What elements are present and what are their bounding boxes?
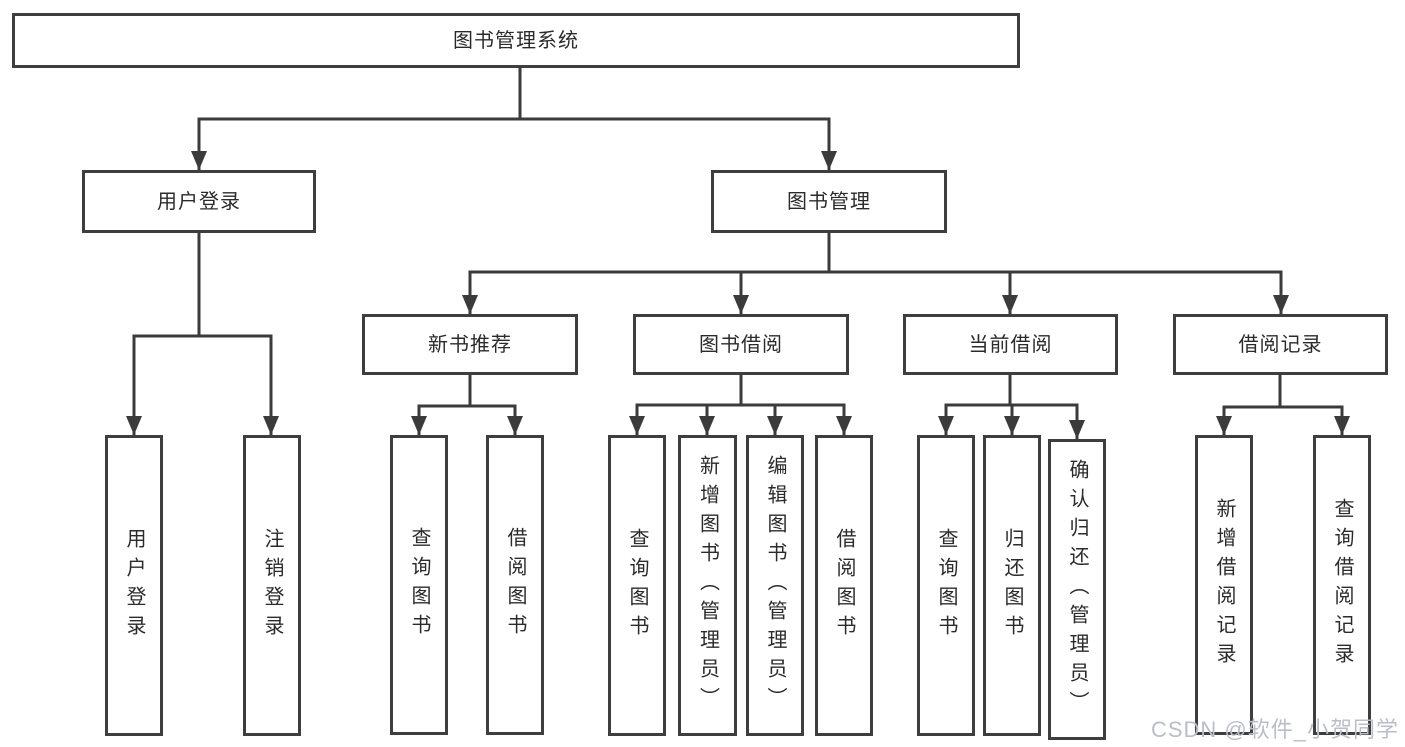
leaf-current-return-books: 归还图书 xyxy=(983,435,1041,736)
node-current-borrowing: 当前借阅 xyxy=(903,314,1118,375)
leaf-recommend-borrow-books: 借阅图书 xyxy=(486,435,544,735)
leaf-user-login: 用户登录 xyxy=(105,435,163,736)
node-library-management-system: 图书管理系统 xyxy=(12,13,1020,68)
node-user-login: 用户登录 xyxy=(82,170,316,233)
csdn-watermark: CSDN @软件_小贺同学 xyxy=(1150,717,1399,742)
leaf-current-confirm-return-admin: 确认归还（管理员） xyxy=(1048,439,1106,740)
leaf-current-query-books: 查询图书 xyxy=(917,435,975,736)
leaf-borrowing-edit-books-admin: 编辑图书（管理员） xyxy=(746,435,804,736)
leaf-borrowing-borrow-books: 借阅图书 xyxy=(815,435,873,736)
leaf-borrowing-add-books-admin: 新增图书（管理员） xyxy=(678,435,737,736)
node-book-borrowing: 图书借阅 xyxy=(633,314,849,375)
leaf-records-query-record: 查询借阅记录 xyxy=(1313,435,1371,735)
node-new-book-recommend: 新书推荐 xyxy=(362,314,578,375)
node-borrowing-records: 借阅记录 xyxy=(1173,314,1388,375)
leaf-recommend-query-books: 查询图书 xyxy=(390,435,448,735)
leaf-borrowing-query-books: 查询图书 xyxy=(608,435,666,736)
node-book-management: 图书管理 xyxy=(711,170,947,233)
leaf-logout: 注销登录 xyxy=(243,435,301,736)
leaf-records-add-record: 新增借阅记录 xyxy=(1195,435,1253,735)
